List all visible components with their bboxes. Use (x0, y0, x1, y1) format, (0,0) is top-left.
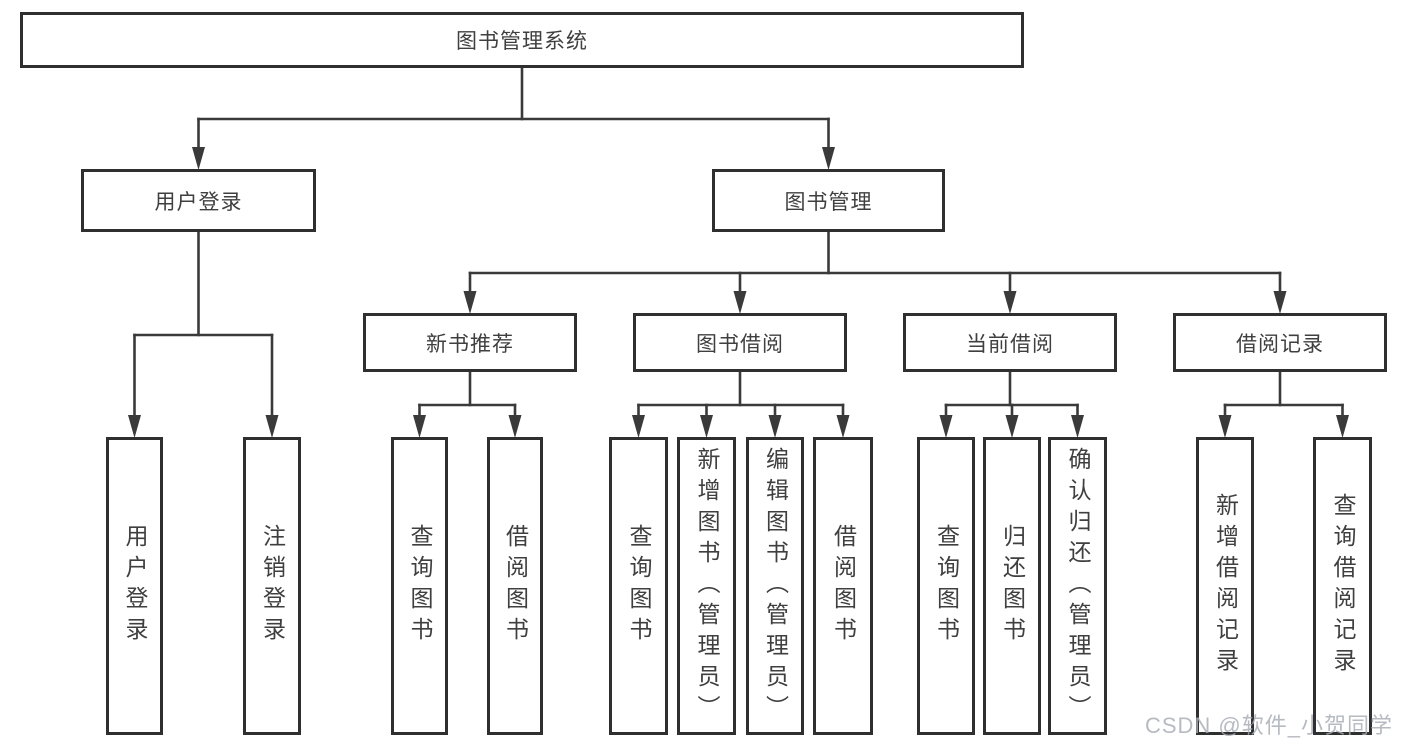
node-label: 借阅图书 (502, 524, 529, 648)
diagram-node-rec: 新书推荐 (363, 313, 577, 372)
arrowhead-down-icon (1273, 291, 1287, 314)
diagram-node-sys: 图书管理系统 (20, 12, 1024, 68)
node-label: 新增图书（管理员） (694, 446, 720, 726)
node-label: 编辑图书（管理员） (762, 446, 789, 726)
arrowhead-down-icon (836, 415, 850, 438)
diagram-node-d2: 归还图书 (983, 437, 1041, 735)
arrowhead-down-icon (463, 291, 477, 314)
arrowhead-down-icon (128, 415, 141, 438)
node-label: 查询图书 (407, 524, 433, 648)
diagram-node-e2: 查询借阅记录 (1313, 437, 1372, 735)
arrowhead-down-icon (1071, 415, 1084, 438)
diagram-node-e1: 新增借阅记录 (1196, 437, 1254, 735)
node-label: 注销登录 (259, 524, 286, 648)
node-label: 当前借阅 (966, 332, 1054, 356)
node-label: 图书借阅 (696, 332, 784, 356)
diagram-node-b2: 借阅图书 (487, 437, 543, 735)
node-label: 查询图书 (933, 524, 960, 648)
arrowhead-down-icon (1218, 415, 1232, 438)
arrowhead-down-icon (1005, 415, 1019, 438)
node-label: 图书管理 (784, 190, 873, 214)
diagram-node-b1: 查询图书 (391, 437, 448, 735)
arrowhead-down-icon (632, 415, 645, 438)
arrowhead-down-icon (265, 415, 279, 438)
diagram-node-login: 用户登录 (81, 169, 316, 232)
diagram-node-c4: 借阅图书 (813, 437, 873, 735)
diagram-node-recd: 借阅记录 (1173, 313, 1387, 372)
arrowhead-down-icon (508, 415, 522, 438)
diagram-node-d3: 确认归还（管理员） (1048, 437, 1107, 735)
diagram-node-bor: 图书借阅 (633, 313, 847, 372)
node-label: 新增借阅记录 (1212, 493, 1239, 679)
diagram-node-cur: 当前借阅 (903, 313, 1117, 372)
node-label: 图书管理系统 (456, 30, 588, 53)
diagram-node-d1: 查询图书 (917, 437, 975, 735)
arrowhead-down-icon (733, 291, 747, 314)
arrowhead-down-icon (192, 147, 205, 170)
diagram-node-c1: 查询图书 (609, 437, 668, 735)
arrowhead-down-icon (700, 415, 713, 438)
arrowhead-down-icon (822, 147, 835, 170)
diagram-node-c3: 编辑图书（管理员） (746, 437, 804, 735)
node-label: 归还图书 (999, 524, 1026, 648)
node-label: 借阅记录 (1236, 332, 1324, 356)
node-label: 借阅图书 (830, 524, 857, 648)
diagram-node-mgmt: 图书管理 (712, 169, 945, 232)
diagram-node-a2: 注销登录 (243, 437, 301, 735)
node-label: 查询借阅记录 (1330, 493, 1356, 679)
node-label: 用户登录 (154, 190, 243, 214)
arrowhead-down-icon (939, 415, 953, 438)
node-label: 确认归还（管理员） (1065, 446, 1091, 726)
arrowhead-down-icon (413, 415, 426, 438)
diagram-node-a1: 用户登录 (106, 437, 163, 735)
arrowhead-down-icon (1336, 415, 1349, 438)
diagram-node-c2: 新增图书（管理员） (677, 437, 736, 735)
node-label: 用户登录 (122, 524, 148, 648)
arrowhead-down-icon (1003, 291, 1017, 314)
arrowhead-down-icon (768, 415, 782, 438)
node-label: 查询图书 (626, 524, 652, 648)
node-label: 新书推荐 (426, 332, 514, 356)
